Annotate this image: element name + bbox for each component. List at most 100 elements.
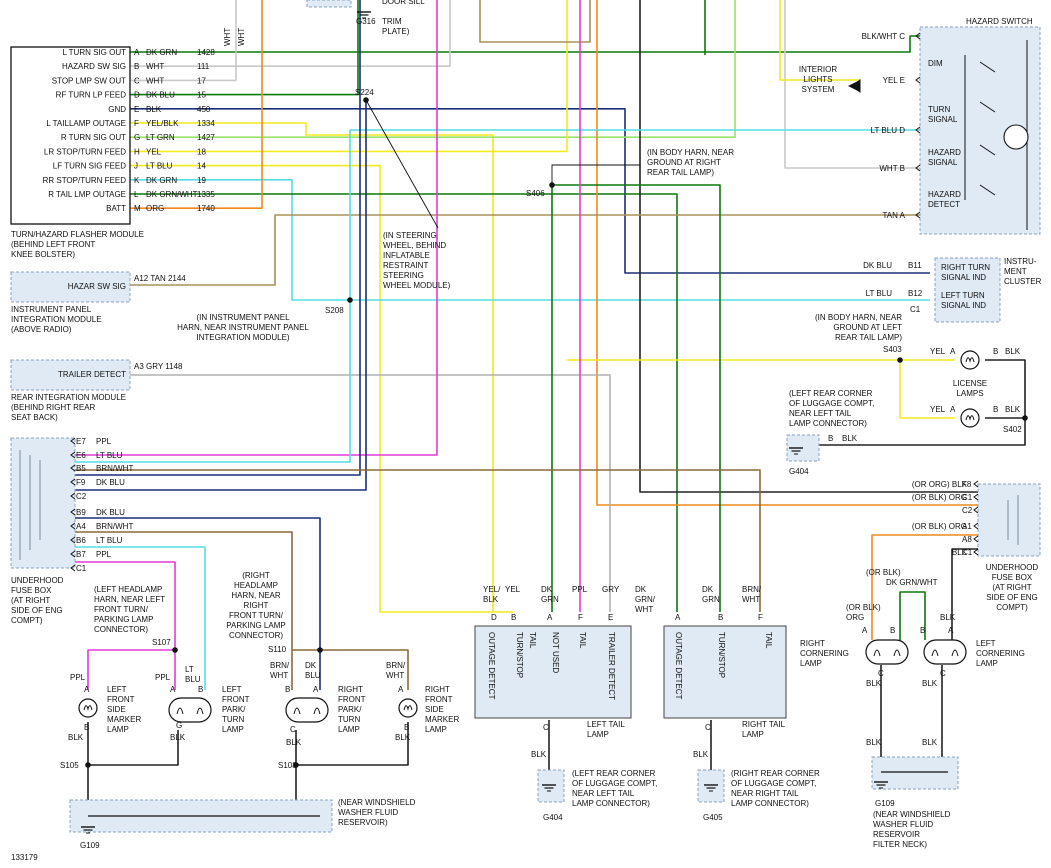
lf-side-label: LAMP <box>107 725 129 734</box>
hazard-switch-pin: TAN A <box>882 211 905 220</box>
wire-blk-left-corner <box>951 548 978 640</box>
left-tail-function: TAIL <box>528 632 537 649</box>
front-pin: A <box>398 685 404 694</box>
wire-l-turn-sig-out <box>130 35 920 53</box>
cluster-title: INSTRU- <box>1004 257 1037 266</box>
license-label: LAMPS <box>956 389 983 398</box>
license-label: LICENSE <box>953 379 987 388</box>
interior-lights-label: LIGHTS <box>804 75 833 84</box>
g109-left-label: G109 <box>80 841 100 850</box>
g316-connector <box>306 0 352 8</box>
g404-wire: BLK <box>842 434 858 443</box>
left-fuse-pin-icon <box>70 550 76 558</box>
corner-wire-label: (OR BLK) <box>846 603 881 612</box>
wire-blk-g404-top <box>812 418 1026 446</box>
cluster-title: CLUSTER <box>1004 277 1042 286</box>
flasher-pin-color: BLK <box>146 105 162 114</box>
license-wire-label: YEL <box>930 405 946 414</box>
right-fuse-pin: A8 <box>962 535 972 544</box>
right-fuse-pin: C1 <box>962 548 973 557</box>
left-tail-function: NOT USED <box>551 632 560 673</box>
front-wire-label: PPL <box>70 673 86 682</box>
license-wire-label: BLK <box>1005 405 1021 414</box>
right-fuse-pin-icon <box>973 506 979 514</box>
note-g404-bottom: NEAR LEFT TAIL <box>572 789 635 798</box>
front-pin: B <box>84 723 89 732</box>
hazard-switch-hazard: HAZARD <box>928 148 961 157</box>
rf-side-label: LAMP <box>425 725 447 734</box>
flasher-circuit: 15 <box>197 91 206 100</box>
left-fuse-color: LT BLU <box>96 451 123 460</box>
left-fuse-color: BRN/WHT <box>96 464 133 473</box>
left-fuse-pin: B9 <box>76 508 86 517</box>
front-pin: A <box>313 685 319 694</box>
hazard-switch-pin: WHT B <box>879 164 905 173</box>
right-fuse-pin: C2 <box>962 506 973 515</box>
right-fuse-pin-icon <box>973 493 979 501</box>
note-headlamp-left: (LEFT HEADLAMP <box>94 585 162 594</box>
bulb-shell <box>285 697 329 723</box>
wire-dkblu-fuse <box>75 100 367 491</box>
g404-label: G404 <box>789 467 809 476</box>
reference-number: 133179 <box>11 853 38 862</box>
wire-label: WHT <box>223 28 232 46</box>
splice-label: S224 <box>355 88 374 97</box>
bulb-filament <box>931 649 959 657</box>
right-fuse-pin-icon <box>973 480 979 488</box>
wire-l-taillamp-outage <box>130 122 494 612</box>
flasher-pin-color: DK GRN/WHT <box>146 190 198 199</box>
front-wire-label: BRN/ <box>386 661 406 670</box>
hazard-switch-pin-icon <box>915 211 921 219</box>
front-pin: C <box>290 725 296 734</box>
front-wire-label: BLK <box>68 733 84 742</box>
license-lamp-bottom-icon <box>960 408 980 428</box>
splice-s105 <box>85 762 91 768</box>
corner-wire-label: BLK <box>866 738 882 747</box>
left-tail-wire: YEL <box>505 585 521 594</box>
interior-lights-label: INTERIOR <box>799 65 837 74</box>
flasher-caption: (BEHIND LEFT FRONT <box>11 240 95 249</box>
wire-dkblu-rf-park <box>75 517 321 690</box>
lf-side-label: SIDE <box>107 705 126 714</box>
right-tail-wire: DK <box>702 585 714 594</box>
rf-park-label: RIGHT <box>338 685 363 694</box>
right-tail-pin: B <box>718 613 723 622</box>
front-wire-label: LT <box>185 665 194 674</box>
bulb-shell <box>923 639 967 665</box>
note-headlamp-right: PARKING LAMP <box>226 621 285 630</box>
splice-s208 <box>347 297 353 303</box>
flasher-pin-letter: J <box>134 162 138 171</box>
cluster-title: MENT <box>1004 267 1027 276</box>
left-tail-label: LAMP <box>587 730 609 739</box>
wires-layer <box>75 0 1026 803</box>
note-body-harn-left: (IN BODY HARN, NEAR <box>815 313 902 322</box>
flasher-circuit: 1740 <box>197 204 215 213</box>
flasher-caption: KNEE BOLSTER) <box>11 250 75 259</box>
left-tail-function: TAIL <box>578 632 587 649</box>
left-tail-wire: PPL <box>572 585 588 594</box>
flasher-pin-color: DK BLU <box>146 91 175 100</box>
flasher-pin-letter: M <box>134 204 141 213</box>
left-fuse-color: LT BLU <box>96 536 123 545</box>
right-fuse-caption: UNDERHOOD <box>986 563 1039 572</box>
left-tail-wire: GRN <box>541 595 559 604</box>
right-tail-function: TURN/STOP <box>717 632 726 678</box>
cluster-wire-label: DK BLU <box>863 261 892 270</box>
note-headlamp-right: HARN, NEAR <box>231 591 281 600</box>
hazard-switch-turn: TURN <box>928 105 950 114</box>
g109-left-ground-icon <box>81 826 95 834</box>
hazard-switch-pin: BLK/WHT C <box>862 32 906 41</box>
lf-park-label: TURN <box>222 715 244 724</box>
note-g404-bottom: (LEFT REAR CORNER <box>572 769 656 778</box>
fuse-busbar <box>19 450 41 560</box>
bulb-filament <box>965 357 975 363</box>
left-fuse-pin-icon <box>70 522 76 530</box>
front-pin: B <box>404 723 409 732</box>
right-cornering-label: LAMP <box>800 659 822 668</box>
flasher-pin-name: STOP LMP SW OUT <box>52 76 126 85</box>
hazard-switch-turn: SIGNAL <box>928 115 958 124</box>
left-tail-lamp-box <box>474 625 632 719</box>
wire-wht-hazard <box>784 0 920 169</box>
cluster-pin: C1 <box>910 305 921 314</box>
